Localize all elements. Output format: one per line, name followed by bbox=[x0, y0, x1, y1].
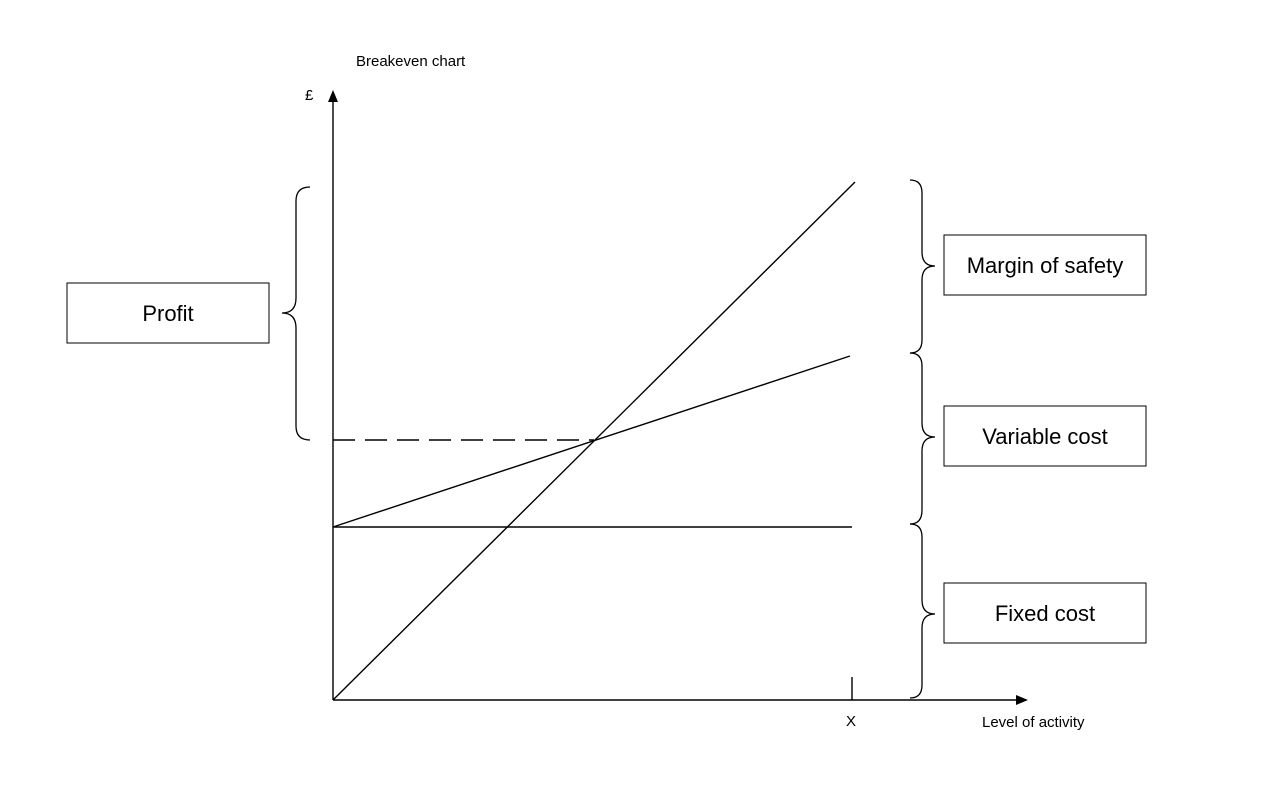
y-axis-label: £ bbox=[305, 87, 314, 104]
revenue-line bbox=[332, 181, 856, 701]
chart-title: Breakeven chart bbox=[356, 53, 466, 70]
variable-cost-brace bbox=[909, 352, 936, 525]
fixed-cost-label-box: Fixed cost bbox=[943, 582, 1147, 644]
profit-label-box: Profit bbox=[66, 282, 270, 344]
fixed-cost-brace bbox=[909, 523, 936, 699]
activity-level-tick-label: X bbox=[846, 713, 856, 730]
margin-of-safety-brace bbox=[909, 179, 936, 354]
variable-cost-label: Variable cost bbox=[982, 424, 1108, 449]
profit-label: Profit bbox=[142, 301, 193, 326]
margin-of-safety-label: Margin of safety bbox=[967, 253, 1124, 278]
profit-brace bbox=[281, 186, 311, 441]
x-axis-label: Level of activity bbox=[982, 714, 1085, 731]
margin-of-safety-label-box: Margin of safety bbox=[943, 234, 1147, 296]
total-cost-line bbox=[332, 355, 851, 528]
variable-cost-label-box: Variable cost bbox=[943, 405, 1147, 467]
fixed-cost-label: Fixed cost bbox=[995, 601, 1095, 626]
